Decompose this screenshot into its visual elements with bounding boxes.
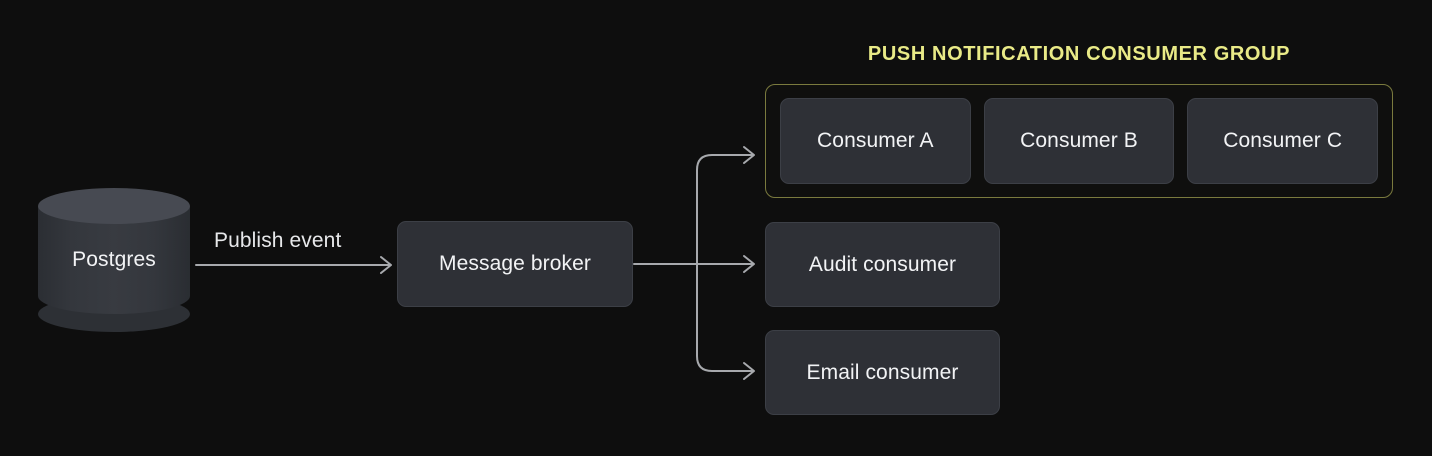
- edge-to-consumer-group: [696, 146, 755, 265]
- postgres-label: Postgres: [72, 248, 156, 271]
- consumer-group-title: PUSH NOTIFICATION CONSUMER GROUP: [867, 43, 1291, 65]
- cylinder-body: [38, 206, 190, 314]
- consumer-group-members: Consumer A Consumer B Consumer C: [780, 98, 1379, 184]
- postgres-cylinder[interactable]: Postgres: [38, 188, 190, 332]
- edge-to-audit-consumer: [696, 255, 755, 273]
- email-consumer-node[interactable]: Email consumer: [765, 330, 1000, 415]
- message-broker-node[interactable]: Message broker: [397, 221, 633, 307]
- audit-consumer-node[interactable]: Audit consumer: [765, 222, 1000, 307]
- consumer-c-node[interactable]: Consumer C: [1187, 98, 1379, 184]
- email-consumer-label: Email consumer: [806, 360, 959, 384]
- consumer-c-label: Consumer C: [1223, 129, 1343, 152]
- consumer-a-label: Consumer A: [817, 129, 934, 152]
- edge-publish-event: [195, 256, 392, 274]
- consumer-b-node[interactable]: Consumer B: [983, 98, 1175, 184]
- consumer-b-label: Consumer B: [1020, 129, 1138, 152]
- message-broker-label: Message broker: [439, 252, 591, 275]
- push-notification-consumer-group[interactable]: Consumer A Consumer B Consumer C: [765, 84, 1393, 198]
- edge-to-email-consumer: [696, 263, 755, 380]
- consumer-a-node[interactable]: Consumer A: [780, 98, 971, 184]
- cylinder-top-ellipse: [38, 188, 190, 224]
- audit-consumer-label: Audit consumer: [808, 252, 957, 276]
- edge-label-publish-event: Publish event: [214, 229, 342, 252]
